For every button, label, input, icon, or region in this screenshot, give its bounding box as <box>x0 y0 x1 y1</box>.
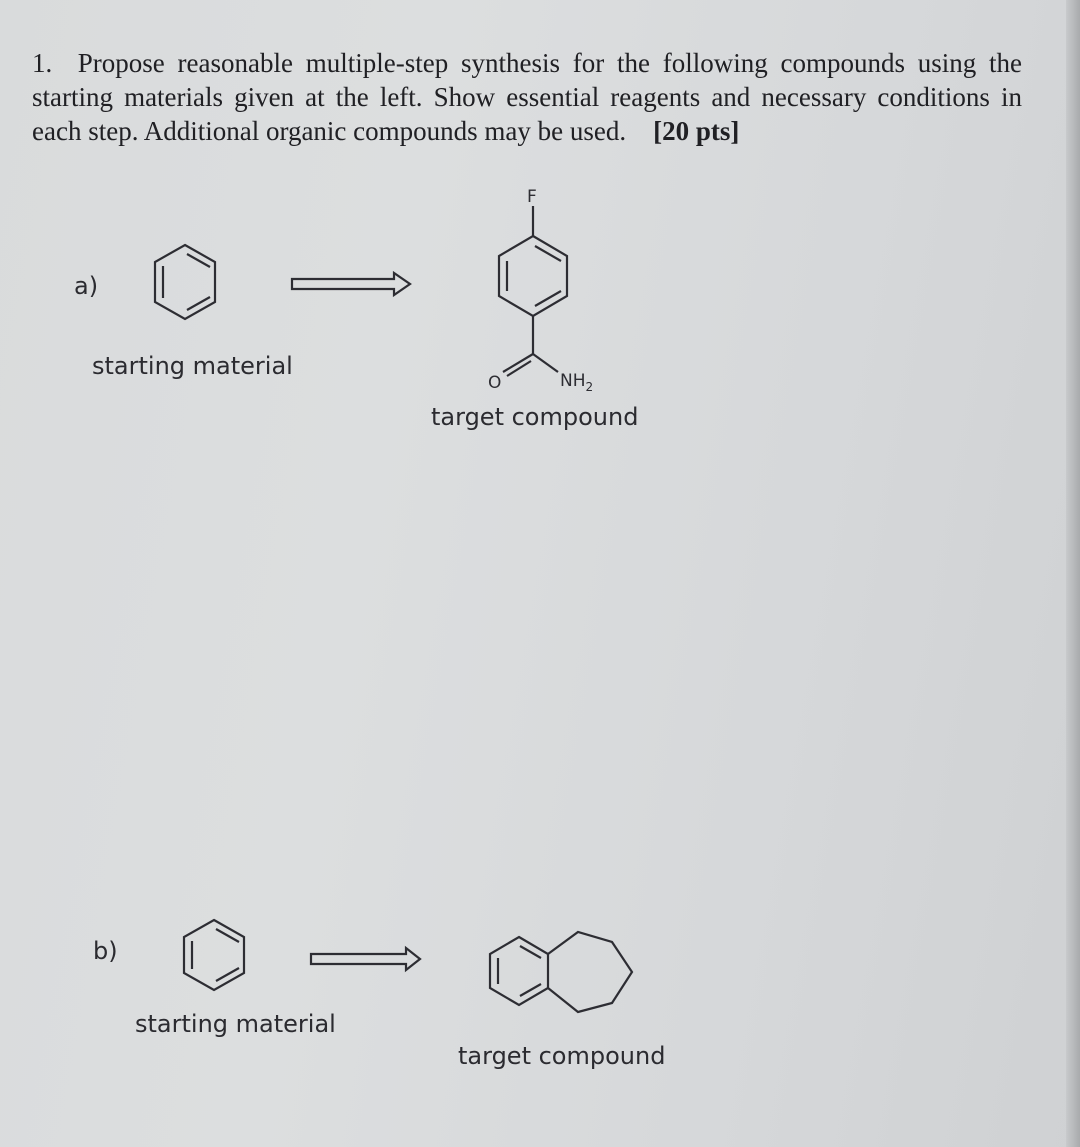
amine-subscript: 2 <box>586 380 594 394</box>
carbonyl-double-bond <box>502 353 534 373</box>
c-n-bond <box>532 353 559 373</box>
benzene-double-bond <box>186 253 211 268</box>
reaction-arrow-shape <box>309 945 422 973</box>
benzo-double-bond <box>519 945 542 959</box>
monitor-edge <box>1066 0 1080 1147</box>
part-b-starting-label: starting material <box>135 1010 336 1038</box>
benzene-double-bond <box>215 928 240 943</box>
part-a-label: a) <box>74 272 99 300</box>
ring-double-bond <box>534 290 562 307</box>
oxygen-atom: O <box>488 373 501 393</box>
fluorine-atom: F <box>527 187 537 207</box>
carbonyl-double-bond <box>506 360 532 377</box>
amine-nh: NH <box>560 371 586 391</box>
reaction-arrow-shape <box>290 270 412 298</box>
question-number: 1. <box>32 48 53 78</box>
question-body: Propose reasonable multiple-step synthes… <box>32 48 1023 146</box>
benzo-double-bond <box>519 983 542 997</box>
benzene-ring <box>153 243 217 321</box>
part-a-target-label: target compound <box>431 403 639 431</box>
question-text: 1. Propose reasonable multiple-step synt… <box>32 46 1022 148</box>
cycloheptane-ring <box>547 930 634 1014</box>
part-b-label: b) <box>93 937 118 965</box>
question-points: [20 pts] <box>653 116 740 146</box>
benzene-ring <box>182 918 246 992</box>
benzene-double-bond <box>215 967 240 982</box>
part-a-starting-label: starting material <box>92 352 293 380</box>
part-b-target-label: target compound <box>458 1042 666 1070</box>
amine-group: NH2 <box>560 371 593 394</box>
benzene-double-bond <box>186 296 211 311</box>
ring-double-bond <box>534 245 562 262</box>
